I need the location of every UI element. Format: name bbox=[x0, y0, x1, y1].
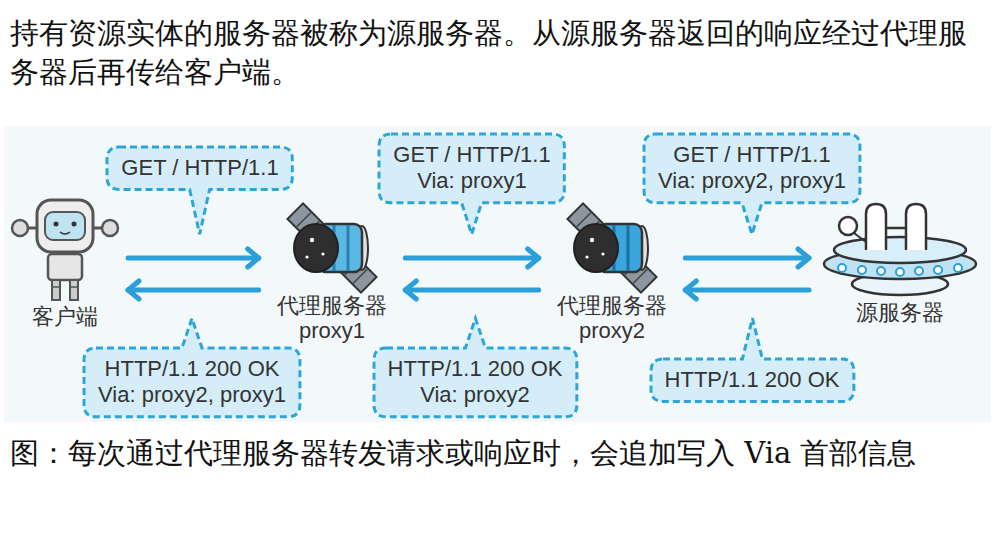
robot-ear bbox=[102, 220, 118, 236]
saucer-light bbox=[915, 267, 923, 275]
proxy-satellite-icon bbox=[287, 203, 376, 292]
cap-star bbox=[321, 252, 324, 255]
solar-panel bbox=[287, 203, 376, 292]
robot-face bbox=[45, 212, 85, 240]
message-arrow bbox=[685, 256, 809, 261]
message-arrow bbox=[685, 288, 809, 293]
icon-area bbox=[284, 205, 380, 293]
message-arrow bbox=[405, 288, 538, 293]
intro-text: 持有资源实体的服务器被称为源服务器。从源服务器返回的响应经过代理服务器后再传给客… bbox=[10, 14, 970, 92]
host-label: 代理服务器 proxy1 bbox=[274, 293, 391, 344]
figure-caption: 图：每次通过代理服务器转发请求或响应时，会追加写入 Via 首部信息 bbox=[10, 434, 970, 473]
message-bubble: GET / HTTP/1.1Via: proxy1 bbox=[379, 134, 564, 203]
robot-eye bbox=[72, 222, 77, 227]
host-label: 源服务器 bbox=[856, 300, 944, 325]
icon-area bbox=[564, 205, 660, 293]
tower-arch bbox=[906, 204, 926, 250]
bubble-outline-path bbox=[107, 147, 292, 234]
saucer-light bbox=[838, 264, 846, 272]
header-line: Via: proxy2, proxy1 bbox=[658, 168, 846, 194]
header-line: Via: proxy2 bbox=[388, 382, 563, 408]
host-node: 客户端 bbox=[17, 198, 113, 329]
bubble-outline-path bbox=[651, 318, 854, 401]
robot-leg bbox=[70, 280, 78, 300]
robot-head bbox=[37, 200, 93, 252]
robot-eye bbox=[54, 222, 59, 227]
header-line: GET / HTTP/1.1 bbox=[658, 142, 846, 168]
robot-leg-stripe bbox=[52, 286, 60, 288]
host-label: 代理服务器 proxy2 bbox=[554, 293, 671, 344]
message-arrow bbox=[128, 256, 259, 261]
header-line: HTTP/1.1 200 OK bbox=[98, 356, 286, 382]
header-line: GET / HTTP/1.1 bbox=[393, 142, 550, 168]
header-line: HTTP/1.1 200 OK bbox=[388, 356, 563, 382]
saucer-top bbox=[834, 237, 966, 263]
bubble-outline-path bbox=[379, 134, 564, 234]
message-bubble: HTTP/1.1 200 OKVia: proxy2, proxy1 bbox=[84, 348, 300, 417]
bubble-outline-path bbox=[84, 318, 300, 416]
icon-area bbox=[17, 198, 113, 304]
proxy-satellite-icon bbox=[567, 203, 656, 292]
tower-bridge bbox=[886, 227, 906, 230]
message-bubble: HTTP/1.1 200 OK bbox=[651, 359, 854, 401]
header-line: HTTP/1.1 200 OK bbox=[665, 367, 840, 393]
message-bubble: HTTP/1.1 200 OKVia: proxy2 bbox=[374, 348, 577, 417]
message-bubble: GET / HTTP/1.1Via: proxy2, proxy1 bbox=[644, 134, 860, 203]
robot-body bbox=[48, 254, 82, 280]
header-line: Via: proxy2, proxy1 bbox=[98, 382, 286, 408]
icon-area bbox=[824, 200, 976, 300]
body-stripe bbox=[627, 225, 630, 271]
tower-arch bbox=[866, 204, 886, 250]
figure-ground bbox=[4, 126, 991, 422]
saucer-light bbox=[858, 266, 866, 274]
header-line: GET / HTTP/1.1 bbox=[121, 155, 278, 181]
message-arrow bbox=[405, 256, 538, 261]
client-robot-icon bbox=[12, 200, 118, 300]
host-node: 源服务器 bbox=[824, 200, 976, 325]
bubble-outline-path bbox=[374, 318, 577, 416]
solar-panel bbox=[567, 203, 656, 292]
dish bbox=[839, 217, 857, 235]
message-bubble: GET / HTTP/1.1 bbox=[107, 147, 292, 189]
origin-server-icon bbox=[824, 204, 976, 295]
robot-leg bbox=[52, 280, 60, 300]
message-arrow bbox=[128, 288, 259, 293]
robot-leg-stripe bbox=[70, 286, 78, 288]
saucer-light bbox=[954, 264, 962, 272]
cap-star bbox=[590, 238, 594, 242]
saucer-light bbox=[896, 268, 904, 276]
robot-ear bbox=[12, 220, 28, 236]
saucer-light bbox=[877, 267, 885, 275]
host-node: 代理服务器 proxy1 bbox=[274, 205, 391, 344]
host-label: 客户端 bbox=[32, 304, 98, 329]
satellite-cap bbox=[294, 224, 338, 272]
robot-mouth bbox=[60, 232, 70, 234]
host-node: 代理服务器 proxy2 bbox=[554, 205, 671, 344]
cap-star bbox=[305, 255, 308, 258]
cap-star bbox=[585, 255, 588, 258]
cap-star bbox=[310, 238, 314, 242]
satellite-cap bbox=[574, 224, 618, 272]
saucer-light bbox=[934, 266, 942, 274]
body-stripe bbox=[347, 225, 350, 271]
cap-star bbox=[601, 252, 604, 255]
bubble-outline-path bbox=[644, 134, 860, 234]
header-line: Via: proxy1 bbox=[393, 168, 550, 194]
